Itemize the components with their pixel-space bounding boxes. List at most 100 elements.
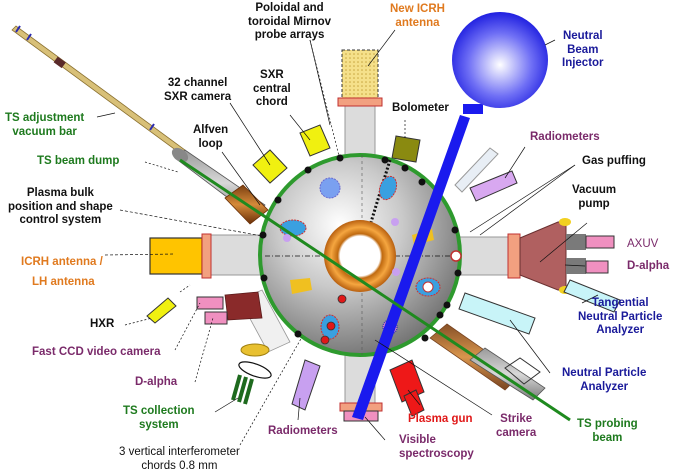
label-line: spectroscopy — [399, 447, 474, 460]
label-sxr-central-chord: SXR central chord — [253, 69, 291, 110]
label-line: Strike — [500, 413, 533, 425]
label-line: TS probing — [577, 418, 638, 430]
label-line: New ICRH — [390, 3, 445, 15]
radiometer-top-box — [469, 170, 518, 202]
label-line: Neutral Particle — [578, 310, 663, 323]
label-line: TS collection — [123, 405, 195, 417]
label-line: 32 channel — [167, 77, 228, 89]
hxr-box — [146, 297, 177, 324]
axuv-detector — [585, 235, 615, 249]
label-line: Radiometers — [268, 425, 338, 437]
label-line: position and shape — [8, 200, 113, 213]
label-line: Poloidal and — [255, 2, 324, 14]
label-ts-probing-beam: TS probing beam — [577, 418, 638, 445]
label-d-alpha-right: D-alpha — [627, 260, 669, 274]
label-radiometers-top: Radiometers — [530, 131, 600, 145]
label-line: loop — [198, 137, 223, 150]
label-vacuum-pump: Vacuum pump — [572, 184, 616, 211]
label-alfven-loop: Alfven loop — [193, 124, 228, 151]
label-line: Fast CCD video camera — [32, 346, 161, 358]
label-line: Injector — [562, 57, 604, 69]
label-line: camera — [496, 426, 537, 439]
label-line: Alfven — [193, 124, 229, 136]
label-poloidal-mirnov: Poloidal and toroidal Mirnov probe array… — [248, 2, 331, 43]
label-plasma-gun: Plasma gun — [408, 413, 473, 427]
label-line: Neutral Particle — [562, 367, 647, 379]
right-port-tube — [454, 236, 511, 276]
label-line: Tangential — [591, 297, 649, 309]
label-interferometer: 3 vertical interferometer chords 0.8 mm — [119, 446, 240, 473]
label-axuv: AXUV — [627, 238, 658, 252]
label-line: TS beam dump — [37, 155, 120, 167]
sxr-camera-box — [252, 149, 288, 184]
label-line: pump — [578, 197, 610, 210]
label-gas-puffing: Gas puffing — [582, 155, 646, 169]
tangential-npa-box — [563, 279, 621, 313]
label-line: LH antenna — [32, 276, 95, 288]
label-line: probe arrays — [254, 29, 325, 41]
label-line: Bolometer — [392, 102, 449, 114]
label-hxr: HXR — [90, 318, 114, 332]
label-neutral-beam-injector: Neutral Beam Injector — [562, 30, 604, 71]
new-icrh-antenna — [337, 49, 383, 107]
npa-box — [458, 292, 536, 335]
label-line: Analyzer — [596, 324, 645, 336]
label-line: SXR camera — [164, 90, 232, 103]
label-line: 3 vertical interferometer — [119, 446, 240, 458]
label-line: chords 0.8 mm — [141, 459, 218, 472]
label-line: toroidal Mirnov — [248, 15, 332, 28]
label-icrh-lh-antenna: ICRH antenna / LH antenna — [21, 252, 103, 292]
label-ts-adjustment-vacuum-bar: TS adjustment vacuum bar — [5, 112, 84, 139]
label-ts-collection-system: TS collection system — [123, 405, 195, 432]
label-line: HXR — [90, 318, 115, 330]
label-line: antenna — [395, 16, 440, 29]
label-line: Neutral — [562, 30, 603, 42]
bolometer-box — [391, 135, 421, 163]
radiometer-bottom-box — [291, 359, 321, 411]
icrh-lh-antenna — [149, 233, 212, 279]
label-radiometers-bottom: Radiometers — [268, 425, 338, 439]
vacuum-pump — [507, 218, 615, 294]
sxr-central-chord-box — [299, 124, 331, 157]
d-alpha-right-detector — [585, 260, 609, 274]
label-line: TS adjustment — [5, 112, 85, 124]
label-tangential-npa: Tangential Neutral Particle Analyzer — [578, 297, 662, 338]
label-line: vacuum bar — [12, 125, 77, 138]
label-npa: Neutral Particle Analyzer — [562, 367, 646, 394]
ts-probing-beam — [179, 158, 571, 422]
label-line: Beam — [567, 43, 599, 56]
label-line: AXUV — [627, 238, 659, 250]
strike-camera-tube — [429, 323, 546, 401]
label-strike-camera: Strike camera — [496, 413, 536, 440]
label-line: Radiometers — [530, 131, 600, 143]
label-line: Vacuum — [572, 184, 617, 196]
label-line: control system — [19, 214, 102, 226]
label-plasma-bulk-control: Plasma bulk position and shape control s… — [8, 187, 113, 228]
label-line: chord — [255, 96, 288, 108]
label-ts-beam-dump: TS beam dump — [37, 155, 119, 169]
bottom-left-port — [196, 289, 291, 357]
vacuum-vessel — [258, 153, 462, 357]
label-line: Visible — [399, 434, 436, 446]
label-line: SXR — [260, 69, 284, 81]
label-sxr-camera: 32 channel SXR camera — [164, 77, 231, 104]
label-new-icrh-antenna: New ICRH antenna — [390, 3, 445, 30]
neutral-beam-injector — [352, 12, 548, 420]
label-line: Plasma gun — [408, 413, 473, 425]
leader-lines — [96, 29, 599, 446]
label-bolometer: Bolometer — [392, 102, 449, 116]
fast-ccd-camera — [196, 296, 224, 310]
label-d-alpha-left: D-alpha — [135, 376, 177, 390]
label-line: beam — [592, 431, 623, 444]
label-visible-spectroscopy: Visible spectroscopy — [399, 434, 474, 461]
label-line: D-alpha — [627, 260, 670, 272]
label-line: central — [253, 82, 291, 95]
gas-puffing-tube — [454, 147, 499, 193]
label-line: Gas puffing — [582, 155, 646, 167]
label-line: ICRH antenna / — [21, 256, 103, 268]
label-line: Analyzer — [580, 380, 629, 393]
plasma-gun — [389, 359, 425, 417]
label-line: Plasma bulk — [26, 187, 94, 199]
label-fast-ccd-camera: Fast CCD video camera — [32, 346, 160, 360]
